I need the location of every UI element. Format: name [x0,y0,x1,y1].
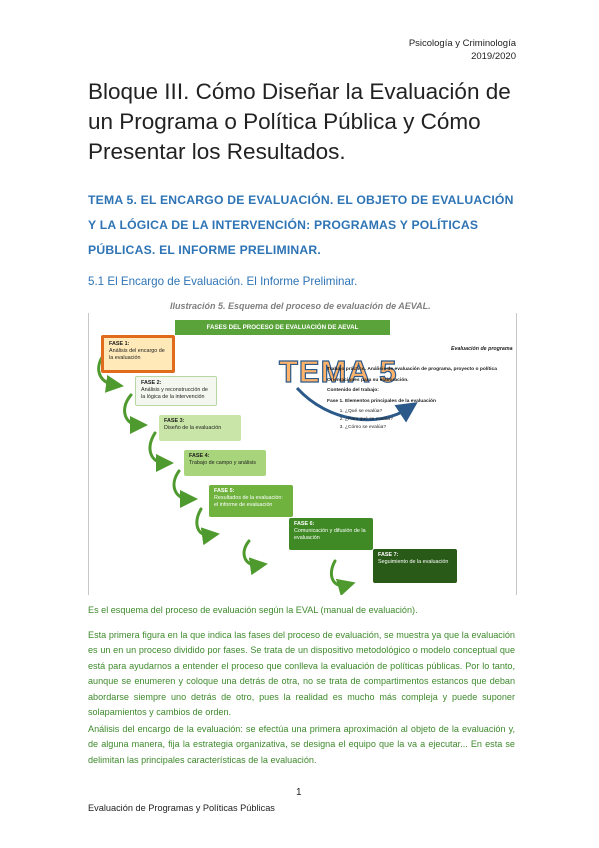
phase-5-label: FASE 5: [214,488,235,494]
figure-banner: FASES DEL PROCESO DE EVALUACIÓN DE AEVAL [175,320,390,335]
phase-6-label: FASE 6: [294,521,315,527]
assignment-panel: Trabajo práctico. Análisis de evaluación… [327,366,516,431]
process-figure: FASES DEL PROCESO DE EVALUACIÓN DE AEVAL… [88,313,517,595]
phase-1-label: FASE 1: [109,341,130,347]
flow-arrow-2 [123,393,148,434]
phase-2-box: FASE 2: Análisis y reconstrucción de la … [135,376,217,406]
flow-arrow-5 [195,507,220,546]
page-number: 1 [296,787,302,798]
tema5-stamp: TEMA 5 [278,353,398,389]
panel-question: ¿Para qué se evalúa? [345,416,516,424]
phase-2-text: Análisis y reconstrucción de la lógica d… [141,387,208,400]
panel-question: ¿Cómo se evalúa? [345,424,516,432]
phase-7-box: FASE 7: Seguimiento de la evaluación [373,549,457,583]
phase-5-text: Resultados de la evaluación: el informe … [214,495,283,508]
phase-3-label: FASE 3: [164,418,185,424]
section-subheading: 5.1 El Encargo de Evaluación. El Informe… [88,275,358,288]
flow-arrow-3 [148,431,174,472]
figure-caption: Ilustración 5. Esquema del proceso de ev… [170,301,431,311]
panel-question-list: ¿Qué se evalúa? ¿Para qué se evalúa? ¿Có… [327,408,516,431]
phase-7-label: FASE 7: [378,552,399,558]
phase-1-text: Análisis del encargo de la evaluación [109,348,165,361]
panel-line-4: Fase 1. Elementos principales de la eval… [327,398,436,404]
flow-arrow-7 [330,559,356,595]
paragraph-explanation: Esta primera figura en la que indica las… [88,630,515,718]
phase-3-text: Diseño de la evaluación [164,425,222,431]
flow-arrow-6 [242,539,268,576]
panel-line-2: Orientaciones para su elaboración. [327,377,409,383]
page-footer: Evaluación de Programas y Políticas Públ… [88,803,275,813]
page-title: Bloque III. Cómo Diseñar la Evaluación d… [88,79,511,164]
phase-6-text: Comunicación y difusión de la evaluación [294,528,366,541]
phase-4-label: FASE 4: [189,453,210,459]
phase-5-box: FASE 5: Resultados de la evaluación: el … [209,485,293,517]
tema-heading: TEMA 5. EL ENCARGO DE EVALUACIÓN. EL OBJ… [88,193,514,257]
phase-1-box: FASE 1: Análisis del encargo de la evalu… [101,335,175,373]
running-header: Psicología y Criminología 2019/2020 [409,37,516,63]
figure-connectors [97,351,418,595]
figure-right-title: Evaluación de programa [451,346,513,352]
panel-line-1: Trabajo práctico. Análisis de evaluación… [327,367,497,372]
tema-arrow [295,386,418,423]
phase-3-box: FASE 3: Diseño de la evaluación [159,415,241,441]
phase-4-text: Trabajo de campo y análisis [189,460,256,466]
header-year: 2019/2020 [471,51,516,62]
paragraph-intro: Es el esquema del proceso de evaluación … [88,605,418,615]
flow-arrow-4 [172,469,198,508]
header-subject: Psicología y Criminología [408,38,516,49]
panel-question: ¿Qué se evalúa? [345,408,516,416]
phase-4-box: FASE 4: Trabajo de campo y análisis [184,450,266,476]
phase-7-text: Seguimiento de la evaluación [378,559,449,565]
panel-line-3: Contenido del trabajo: [327,388,379,394]
phase-6-box: FASE 6: Comunicación y difusión de la ev… [289,518,373,550]
paragraph-phase1: Análisis del encargo de la evaluación: s… [88,724,515,765]
phase-2-label: FASE 2: [141,380,162,386]
